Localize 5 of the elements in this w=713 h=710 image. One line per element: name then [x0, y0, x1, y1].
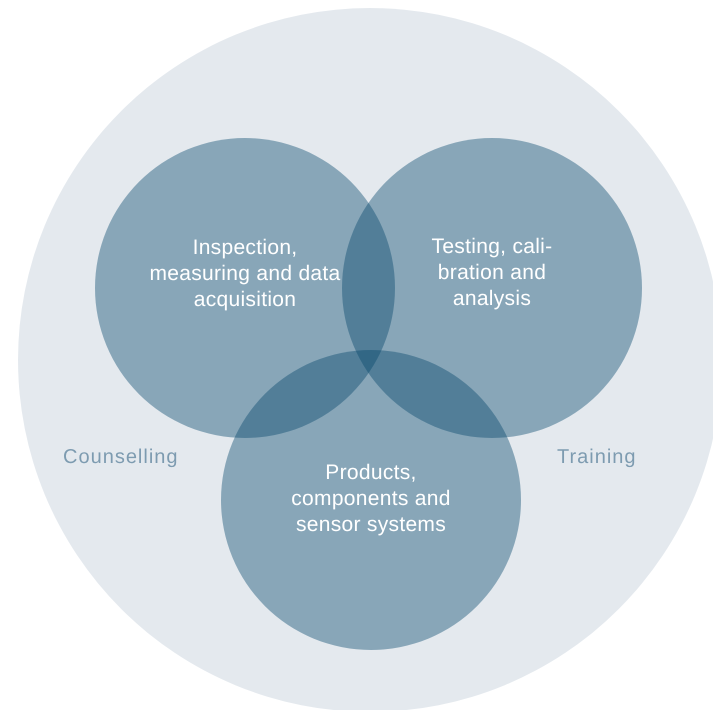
circle-label: Products, components and sensor systems	[290, 460, 452, 538]
circle-label: Testing, cali- bration and analysis	[430, 234, 554, 312]
circle-label: Inspection, measuring and data acquisition	[148, 235, 342, 313]
area-label: Training	[557, 446, 637, 469]
area-label: Counselling	[63, 446, 179, 469]
